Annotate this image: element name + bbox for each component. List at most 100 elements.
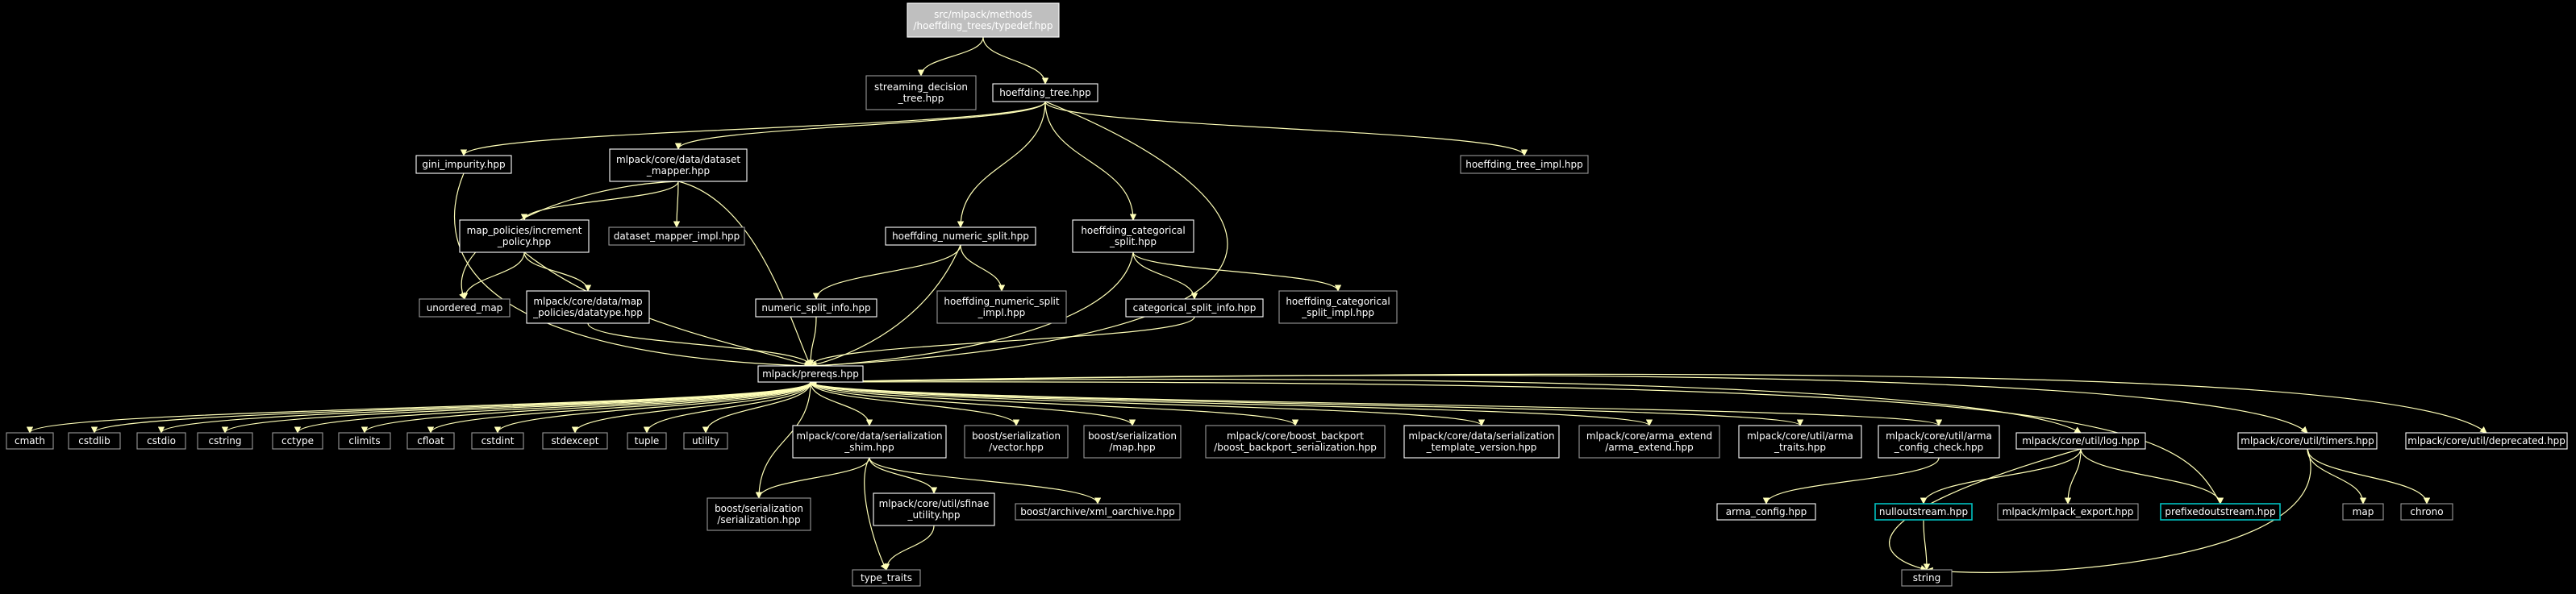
node-label: cfloat [417, 435, 444, 447]
node-numsplitinfo[interactable]: numeric_split_info.hpp [755, 298, 877, 318]
edge-htree-to-dsmapper [674, 101, 1046, 150]
edge-hcatsplit-to-prereqs [810, 251, 1134, 369]
node-timers[interactable]: mlpack/core/util/timers.hpp [2237, 432, 2378, 450]
node-label: prefixedoutstream.hpp [2165, 506, 2275, 517]
edge-prereqs-to-cctype [294, 381, 811, 434]
node-prereqs[interactable]: mlpack/prereqs.hpp [757, 365, 864, 383]
edge-root-to-streaming [917, 36, 984, 77]
node-label: _shim.hpp [844, 442, 894, 453]
node-hcatsplit[interactable]: hoeffding_categorical_split.hpp [1072, 219, 1194, 253]
node-label: unordered_map [427, 302, 503, 314]
node-box [1083, 425, 1182, 459]
node-label: cctype [281, 435, 314, 447]
edge-prereqs-to-cstring [221, 381, 811, 434]
node-box [2342, 503, 2384, 521]
node-label: nulloutstream.hpp [1879, 506, 1968, 517]
node-box [136, 432, 186, 450]
node-box [873, 492, 995, 526]
node-mappol[interactable]: map_policies/increment_policy.hpp [459, 219, 590, 253]
node-box [608, 226, 745, 246]
node-label: /hoeffding_trees/typedef.hpp [913, 20, 1052, 31]
node-label: cstring [208, 435, 241, 447]
node-label: mlpack/core/data/serialization [1408, 430, 1554, 442]
node-label: mlpack/core/data/map [533, 296, 642, 307]
node-cstdint: cstdint [471, 432, 524, 450]
node-box [1901, 569, 1953, 587]
node-armacfg[interactable]: arma_config.hpp [1716, 503, 1816, 521]
node-label: mlpack/core/data/dataset [616, 154, 740, 165]
edge-prereqs-to-tuple [643, 381, 811, 434]
node-label: cstdint [481, 435, 515, 447]
node-box [471, 432, 524, 450]
node-catsplitinfo[interactable]: categorical_split_info.hpp [1125, 298, 1264, 318]
node-label: _split.hpp [1109, 236, 1157, 247]
node-box [272, 432, 323, 450]
node-box [68, 432, 121, 450]
node-label: mlpack/core/util/arma [1886, 430, 1992, 442]
node-dsmapper[interactable]: mlpack/core/data/dataset_mapper.hpp [609, 148, 748, 182]
node-box [609, 148, 748, 182]
node-deprecated[interactable]: mlpack/core/util/deprecated.hpp [2405, 432, 2568, 450]
edge-catsplitinfo-to-prereqs [807, 316, 1195, 367]
node-label: climits [348, 435, 380, 447]
node-root[interactable]: src/mlpack/methods/hoeffding_trees/typed… [907, 2, 1060, 38]
node-stdexcept: stdexcept [542, 432, 608, 450]
edge-htree-to-gini [460, 101, 1046, 156]
node-label: mlpack/core/boost_backport [1227, 430, 1364, 442]
edge-nullout-to-string [1923, 519, 1931, 571]
edge-prereqs-to-cstdint [494, 381, 811, 434]
node-box [792, 425, 947, 459]
edge-hnumsplit-to-hnumsplitimpl [960, 244, 1006, 292]
node-box [627, 432, 667, 450]
edge-prereqs-to-armaext [810, 381, 1653, 426]
node-label: _config_check.hpp [1894, 442, 1984, 453]
node-box [1578, 425, 1720, 459]
node-armacfgchk[interactable]: mlpack/core/util/arma_config_check.hpp [1878, 425, 2000, 459]
edge-prereqs-to-cfloat [427, 381, 811, 434]
node-streaming: streaming_decision_tree.hpp [865, 75, 977, 110]
node-box [406, 432, 455, 450]
node-box [1072, 219, 1194, 253]
node-label: string [1913, 572, 1940, 584]
edge-prefixed-to-prereqs [810, 378, 2221, 505]
node-box [2400, 503, 2453, 521]
node-nullout[interactable]: nulloutstream.hpp [1874, 503, 1973, 521]
node-hnumsplit[interactable]: hoeffding_numeric_split.hpp [885, 226, 1036, 246]
node-label: _template_version.hpp [1426, 442, 1537, 453]
node-armatraits[interactable]: mlpack/core/util/arma_traits.hpp [1738, 425, 1862, 459]
node-htree[interactable]: hoeffding_tree.hpp [992, 83, 1098, 102]
edge-shim-to-xmlarch [869, 457, 1102, 505]
node-shim[interactable]: mlpack/core/data/serialization_shim.hpp [792, 425, 947, 459]
node-box [683, 432, 728, 450]
node-label: mlpack/core/data/serialization [796, 430, 942, 442]
node-box [526, 290, 650, 324]
node-prefixed[interactable]: prefixedoutstream.hpp [2160, 503, 2281, 521]
node-umap: unordered_map [419, 298, 511, 318]
node-label: mlpack/mlpack_export.hpp [2003, 506, 2134, 517]
edge-dsmapper-to-mappol [520, 181, 679, 221]
edge-mappol-to-datatype [523, 251, 592, 292]
node-label: hoeffding_numeric_split [944, 296, 1059, 307]
node-box [707, 497, 811, 531]
edge-mappol-to-umap [461, 251, 525, 300]
node-label: /boost_backport_serialization.hpp [1214, 442, 1377, 453]
node-box [755, 298, 877, 318]
edge-shim-to-typetraits [864, 457, 887, 571]
node-datatype[interactable]: mlpack/core/data/map_policies/datatype.h… [526, 290, 650, 324]
node-label: stdexcept [552, 435, 599, 447]
edge-prereqs-to-shim [810, 381, 873, 426]
node-label: arma_config.hpp [1726, 506, 1807, 517]
node-label: numeric_split_info.hpp [761, 302, 870, 314]
edge-hcatsplit-to-catsplitinfo [1132, 251, 1198, 300]
node-htreeimpl: hoeffding_tree_impl.hpp [1460, 155, 1589, 174]
node-log[interactable]: mlpack/core/util/log.hpp [2015, 432, 2146, 450]
node-gini[interactable]: gini_impurity.hpp [415, 155, 512, 174]
node-label: categorical_split_info.hpp [1133, 302, 1257, 314]
node-export: mlpack/mlpack_export.hpp [1997, 503, 2139, 521]
node-sfinae[interactable]: mlpack/core/util/sfinae_utility.hpp [873, 492, 995, 526]
node-box [852, 569, 921, 587]
node-tmplver[interactable]: mlpack/core/data/serialization_template_… [1403, 425, 1560, 459]
node-label: cstdlib [78, 435, 110, 447]
node-label: cstdio [147, 435, 176, 447]
